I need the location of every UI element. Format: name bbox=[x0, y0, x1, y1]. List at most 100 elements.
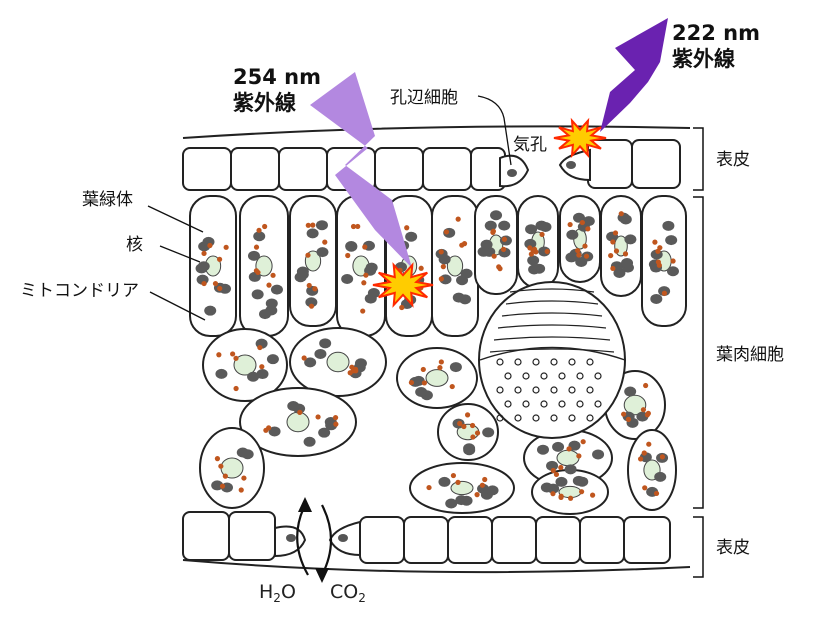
uv-254-wavelength-label: 254 nm bbox=[233, 65, 321, 89]
xylem-cell bbox=[496, 386, 504, 394]
mitochondrion bbox=[230, 351, 236, 357]
mitochondrion bbox=[301, 355, 307, 361]
epidermis-cell bbox=[403, 516, 449, 564]
xylem-cell bbox=[514, 414, 522, 422]
mitochondrion bbox=[582, 243, 588, 249]
mitochondrion bbox=[266, 282, 272, 288]
mitochondrion bbox=[459, 242, 465, 248]
mitochondrion bbox=[657, 245, 663, 251]
xylem-cell bbox=[496, 358, 504, 366]
uv-254-lightning-icon bbox=[310, 72, 412, 268]
mitochondrion bbox=[306, 282, 312, 289]
xylem-cell bbox=[594, 372, 602, 380]
epidermis-cell bbox=[182, 147, 232, 191]
guard-cell-nucleus bbox=[507, 169, 517, 177]
nucleus bbox=[446, 255, 464, 277]
chloroplast bbox=[268, 426, 281, 437]
chloroplast bbox=[528, 264, 541, 275]
mitochondrion bbox=[297, 409, 303, 415]
chloroplast bbox=[552, 441, 565, 452]
mitochondrion bbox=[322, 239, 328, 245]
mitochondrion bbox=[201, 250, 207, 256]
chloroplast bbox=[266, 354, 279, 365]
chloroplast bbox=[259, 309, 272, 320]
xylem-cell bbox=[550, 386, 558, 394]
chloroplast bbox=[619, 214, 632, 225]
mitochondrion bbox=[418, 265, 424, 271]
mitochondrion bbox=[201, 280, 207, 287]
mitochondrion bbox=[618, 211, 624, 217]
mitochondrion bbox=[566, 446, 572, 452]
xylem-cell bbox=[522, 400, 530, 408]
mitochondrion bbox=[217, 256, 223, 262]
chloroplast bbox=[459, 294, 472, 305]
mitochondrion bbox=[656, 262, 662, 268]
mitochondrion bbox=[575, 247, 581, 254]
chloroplast bbox=[624, 386, 637, 397]
mitochondrion bbox=[590, 492, 596, 498]
xylem-cell bbox=[540, 372, 548, 380]
mitochondrion bbox=[610, 265, 616, 272]
chloroplast bbox=[547, 483, 560, 494]
epidermis-cell bbox=[447, 516, 493, 564]
chloroplast bbox=[654, 471, 667, 482]
xylem-cell bbox=[568, 386, 576, 394]
chloroplast bbox=[624, 234, 637, 245]
mitochondrion bbox=[345, 252, 351, 259]
mitochondrion bbox=[241, 475, 247, 481]
vascular-line bbox=[497, 324, 607, 329]
epidermis-top-label: 表皮 bbox=[716, 150, 750, 170]
nucleus bbox=[326, 351, 350, 373]
chloroplast bbox=[662, 220, 675, 231]
mitochondrion bbox=[637, 456, 644, 462]
mitochondrion bbox=[539, 231, 545, 238]
mitochondrion bbox=[576, 453, 582, 459]
nucleus bbox=[425, 369, 449, 387]
xylem-cell bbox=[586, 358, 594, 366]
mitochondrion bbox=[640, 407, 647, 413]
epidermis-cell bbox=[182, 511, 230, 561]
mitochondrion bbox=[464, 412, 471, 418]
mitochondrion bbox=[585, 226, 591, 232]
mitochondrion bbox=[222, 473, 228, 479]
nucleus bbox=[233, 354, 257, 376]
mitochondrion bbox=[474, 492, 480, 498]
guard-cell-nucleus bbox=[566, 161, 576, 169]
chloroplast bbox=[449, 362, 462, 373]
mitochondrion bbox=[361, 280, 367, 286]
chloroplast bbox=[445, 498, 458, 509]
mitochondrion bbox=[333, 421, 339, 427]
mitochondrion bbox=[661, 290, 668, 296]
chloroplast bbox=[341, 274, 354, 285]
guard-cell-nucleus bbox=[286, 534, 296, 542]
mitochondrion bbox=[315, 414, 321, 420]
epidermis-cell bbox=[228, 511, 276, 561]
mitochondrion bbox=[440, 264, 446, 270]
epidermis-cell bbox=[359, 516, 405, 564]
mitochondrion bbox=[479, 482, 485, 488]
mitochondrion bbox=[426, 484, 432, 491]
chloroplast bbox=[666, 266, 679, 277]
mesophyll-label: 葉肉細胞 bbox=[716, 345, 784, 365]
mitochondrion bbox=[583, 253, 590, 259]
mitochondrion bbox=[645, 410, 651, 416]
xylem-cell bbox=[568, 414, 576, 422]
vascular-line bbox=[509, 288, 595, 293]
xylem-cell bbox=[514, 358, 522, 366]
chloroplast bbox=[345, 241, 358, 252]
chloroplast bbox=[665, 235, 678, 246]
chloroplast bbox=[218, 283, 231, 294]
xylem-cell bbox=[594, 400, 602, 408]
chloroplast bbox=[314, 348, 327, 359]
mitochondrion bbox=[255, 269, 261, 276]
xylem-cell bbox=[504, 400, 512, 408]
mitochondrion bbox=[443, 229, 450, 235]
mitochondrion bbox=[544, 248, 550, 255]
mitochondrion bbox=[558, 494, 564, 500]
xylem-cell bbox=[550, 358, 558, 366]
mitochondrion bbox=[470, 434, 476, 440]
mitochondrion bbox=[608, 252, 614, 259]
mitochondrion bbox=[259, 364, 265, 370]
mitochondrion bbox=[450, 472, 457, 479]
mitochondrion bbox=[642, 485, 648, 491]
